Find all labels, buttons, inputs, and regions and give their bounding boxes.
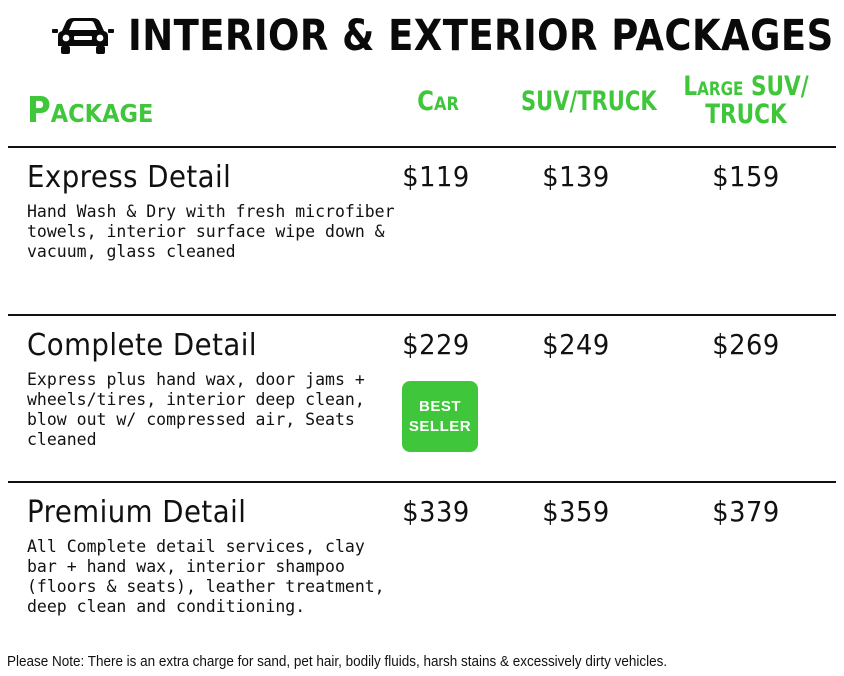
column-header-large-line2: TRUCK [705,99,787,131]
column-header-package: Package [27,90,154,131]
row-divider [8,314,836,316]
column-header-suv-truck: SUV/TRUCK [520,86,657,117]
page-header: INTERIOR & EXTERIOR PACKAGES [52,10,844,62]
page-title: INTERIOR & EXTERIOR PACKAGES [128,11,834,61]
footnote: Please Note: There is an extra charge fo… [7,654,668,670]
price-large-suv-truck: $159 [712,160,780,193]
column-header-large-suv-truck: Large SUV/ TRUCK [682,71,810,131]
price-large-suv-truck: $379 [712,495,780,528]
price-car: $229 [402,328,470,361]
row-divider [8,146,836,148]
price-car: $119 [402,160,470,193]
price-suv-truck: $359 [542,495,610,528]
package-row-express: Express Detail Hand Wash & Dry with fres… [0,160,844,310]
badge-line1: BEST [418,397,461,415]
price-suv-truck: $249 [542,328,610,361]
price-large-suv-truck: $269 [712,328,780,361]
package-description: All Complete detail services, clay bar +… [27,537,385,616]
badge-line2: SELLER [408,417,472,435]
package-name: Premium Detail [27,495,247,530]
package-description: Hand Wash & Dry with fresh microfiber to… [27,202,395,261]
package-name: Express Detail [27,160,232,195]
package-row-premium: Premium Detail All Complete detail servi… [0,495,844,645]
column-header-large-line1: Large SUV/ [683,71,809,102]
package-description: Express plus hand wax, door jams + wheel… [27,370,365,449]
column-header-car: Car [417,86,459,117]
car-icon [52,18,114,54]
package-row-complete: Complete Detail Express plus hand wax, d… [0,328,844,478]
best-seller-badge: BEST SELLER [402,381,478,452]
price-car: $339 [402,495,470,528]
row-divider [8,481,836,483]
package-name: Complete Detail [27,328,257,363]
price-suv-truck: $139 [542,160,610,193]
